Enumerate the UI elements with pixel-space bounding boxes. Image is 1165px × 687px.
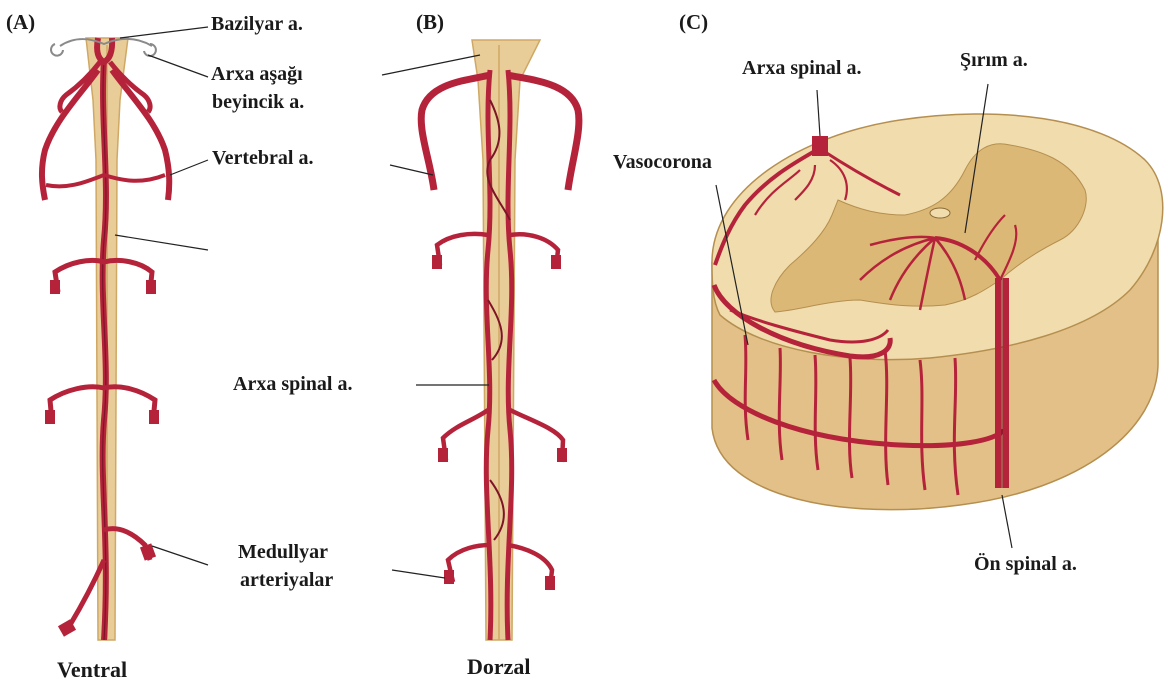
label-anterior-spinal-artery: Ön spinal a.	[974, 552, 1077, 576]
label-posterior-spinal-artery-c: Arxa spinal a.	[742, 56, 861, 80]
label-basilar-artery: Bazilyar a.	[211, 12, 303, 36]
panel-label-a: (A)	[6, 10, 35, 34]
spinal-cord-cross-section	[712, 84, 1163, 548]
caption-ventral: Ventral	[57, 658, 127, 682]
label-medullary-line2: arteriyalar	[240, 568, 333, 592]
panel-label-b: (B)	[416, 10, 444, 34]
ventral-spinal-cord-view	[42, 27, 208, 640]
label-medullary-line1: Medullyar	[238, 540, 328, 564]
label-posterior-spinal-artery-b: Arxa spinal a.	[233, 372, 352, 396]
caption-dorsal: Dorzal	[467, 655, 531, 679]
label-pica-line2: beyincik a.	[212, 90, 304, 114]
panel-label-c: (C)	[679, 10, 708, 34]
label-vasocorona: Vasocorona	[613, 150, 712, 174]
label-vertebral-artery: Vertebral a.	[212, 146, 313, 170]
dorsal-spinal-cord-view	[382, 40, 579, 640]
label-sulcal-artery: Şırım a.	[960, 48, 1028, 72]
label-pica-line1: Arxa aşağı	[211, 62, 303, 86]
